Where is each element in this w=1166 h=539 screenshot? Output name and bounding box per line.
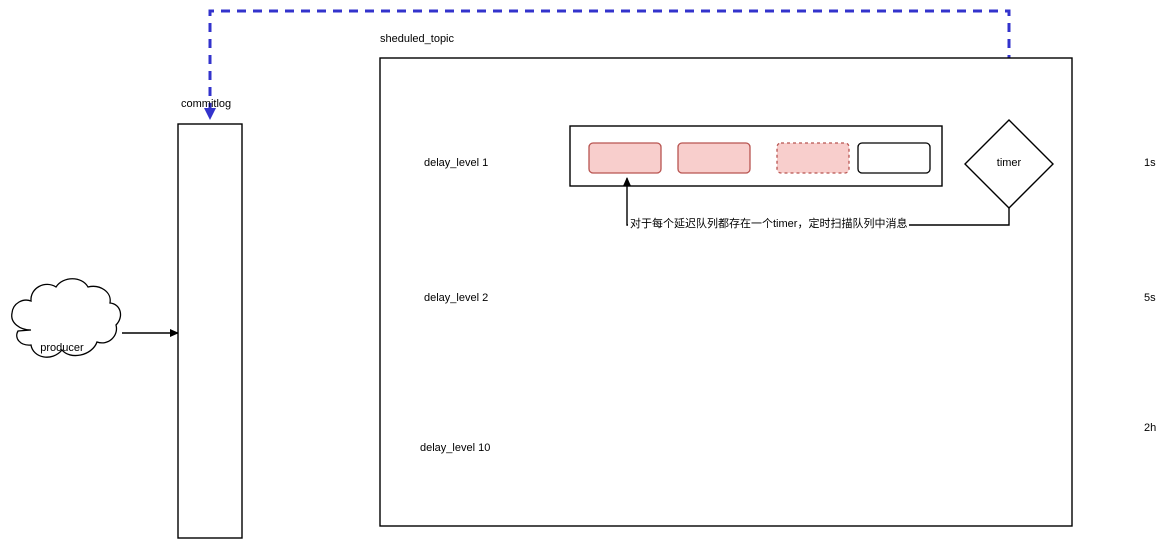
delay-level-10-label: delay_level 10 [420,442,491,454]
scheduled-topic-title: sheduled_topic [380,33,455,45]
commitlog-box [177,123,243,539]
delay-level-10-interval: 2h [1144,422,1157,434]
delay-level-2-interval: 5s [1144,292,1156,304]
feedback-route [204,9,1011,128]
producer-cloud [11,278,122,358]
producer-label: producer [40,342,84,354]
commitlog-label: commitlog [181,98,232,110]
timer-label: timer [996,157,1022,169]
message-slot-4 [857,142,931,174]
message-slot-2 [677,142,751,174]
delay-level-1-interval: 1s [1144,157,1156,169]
timer-annotation: 对于每个延迟队列都存在一个timer，定时扫描队列中消息 [628,218,910,232]
delay-level-1-label: delay_level 1 [424,157,489,169]
message-slot-1 [588,142,662,174]
delay-level-2-label: delay_level 2 [424,292,489,304]
message-slot-3 [776,142,850,174]
